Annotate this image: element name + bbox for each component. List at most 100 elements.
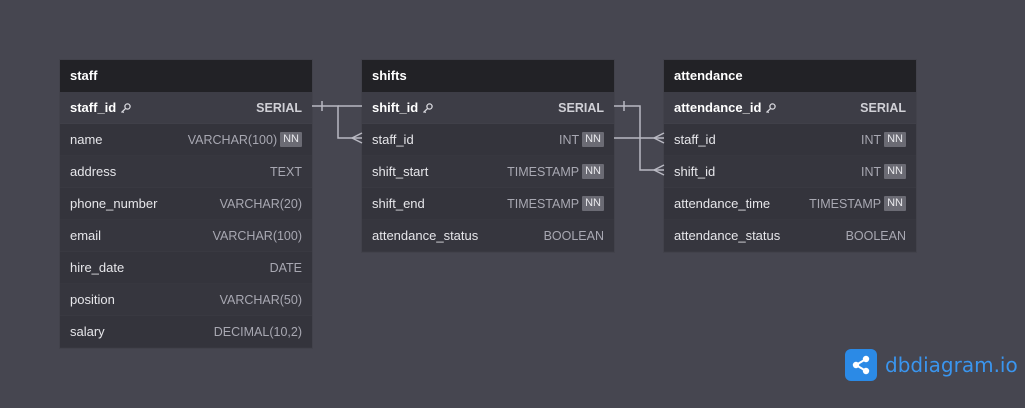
column-row[interactable]: shift_id SERIAL [362,92,614,124]
column-row[interactable]: salary DECIMAL(10,2) [60,316,312,348]
column-row[interactable]: phone_number VARCHAR(20) [60,188,312,220]
column-name-text: attendance_time [674,196,771,211]
column-name-text: hire_date [70,260,125,275]
column-name: shift_start [372,164,428,179]
not-null-badge: NN [582,196,604,211]
table-header[interactable]: shifts [362,60,614,92]
column-name-text: staff_id [674,132,716,147]
column-row[interactable]: position VARCHAR(50) [60,284,312,316]
key-icon [120,102,132,114]
key-icon [765,102,777,114]
column-meta: BOOLEAN [846,229,906,243]
not-null-badge: NN [884,132,906,147]
column-meta: VARCHAR(50) [220,293,302,307]
column-type: INT [558,132,580,147]
column-name: email [70,228,101,243]
column-name: staff_id [674,132,716,147]
column-type: SERIAL [558,100,604,115]
column-meta: SERIAL [256,101,302,115]
column-type: VARCHAR(50) [219,292,302,307]
column-meta: SERIAL [860,101,906,115]
column-type: SERIAL [256,100,302,115]
table-header[interactable]: staff [60,60,312,92]
column-type: INT [860,132,882,147]
column-name: shift_end [372,196,425,211]
column-meta: TEXT [270,165,302,179]
column-name: name [70,132,103,147]
column-meta: VARCHAR(20) [220,197,302,211]
brand-logo[interactable]: dbdiagram.io [845,349,1018,381]
column-name-text: staff_id [372,132,414,147]
column-name-text: shift_end [372,196,425,211]
column-row[interactable]: name VARCHAR(100)NN [60,124,312,156]
brand-name: dbdiagram.io [885,353,1018,377]
column-type: TIMESTAMP [507,196,580,211]
column-meta: VARCHAR(100)NN [188,132,302,147]
not-null-badge: NN [280,132,302,147]
column-name-text: shift_start [372,164,429,179]
column-meta: DECIMAL(10,2) [214,325,302,339]
column-row[interactable]: address TEXT [60,156,312,188]
column-name-text: position [70,292,115,307]
column-type: VARCHAR(100) [187,132,278,147]
column-name-text: attendance_status [372,228,479,243]
column-meta: VARCHAR(100) [213,229,302,243]
not-null-badge: NN [582,164,604,179]
column-name: phone_number [70,196,157,211]
column-row[interactable]: hire_date DATE [60,252,312,284]
column-name: hire_date [70,260,124,275]
column-name-text: email [70,228,102,243]
column-meta: BOOLEAN [544,229,604,243]
column-name: attendance_status [674,228,780,243]
column-type: DATE [269,260,302,275]
column-meta: DATE [270,261,302,275]
column-type: VARCHAR(20) [219,196,302,211]
not-null-badge: NN [582,132,604,147]
column-name-text: phone_number [70,196,158,211]
column-type: TIMESTAMP [507,164,580,179]
column-type: VARCHAR(100) [212,228,302,243]
column-type: BOOLEAN [543,228,604,243]
column-name-text: salary [70,324,105,339]
column-row[interactable]: attendance_id SERIAL [664,92,916,124]
column-name: attendance_id [674,100,777,115]
column-meta: SERIAL [558,101,604,115]
column-type: BOOLEAN [845,228,906,243]
relation-shifts-attendance[interactable] [614,101,665,176]
table-header[interactable]: attendance [664,60,916,92]
column-name-text: name [70,132,103,147]
key-icon [422,102,434,114]
column-name: attendance_time [674,196,770,211]
relation-staff-shifts[interactable] [312,101,363,144]
column-name-text: attendance_id [674,100,762,115]
brand-name-suffix: .io [993,353,1018,377]
column-type: TIMESTAMP [809,196,882,211]
column-type: DECIMAL(10,2) [213,324,302,339]
not-null-badge: NN [884,196,906,211]
column-row[interactable]: attendance_status BOOLEAN [362,220,614,252]
column-row[interactable]: email VARCHAR(100) [60,220,312,252]
column-name: address [70,164,116,179]
column-name-text: shift_id [674,164,716,179]
column-name: salary [70,324,105,339]
column-type: INT [860,164,882,179]
column-row[interactable]: attendance_status BOOLEAN [664,220,916,252]
column-name: shift_id [372,100,434,115]
